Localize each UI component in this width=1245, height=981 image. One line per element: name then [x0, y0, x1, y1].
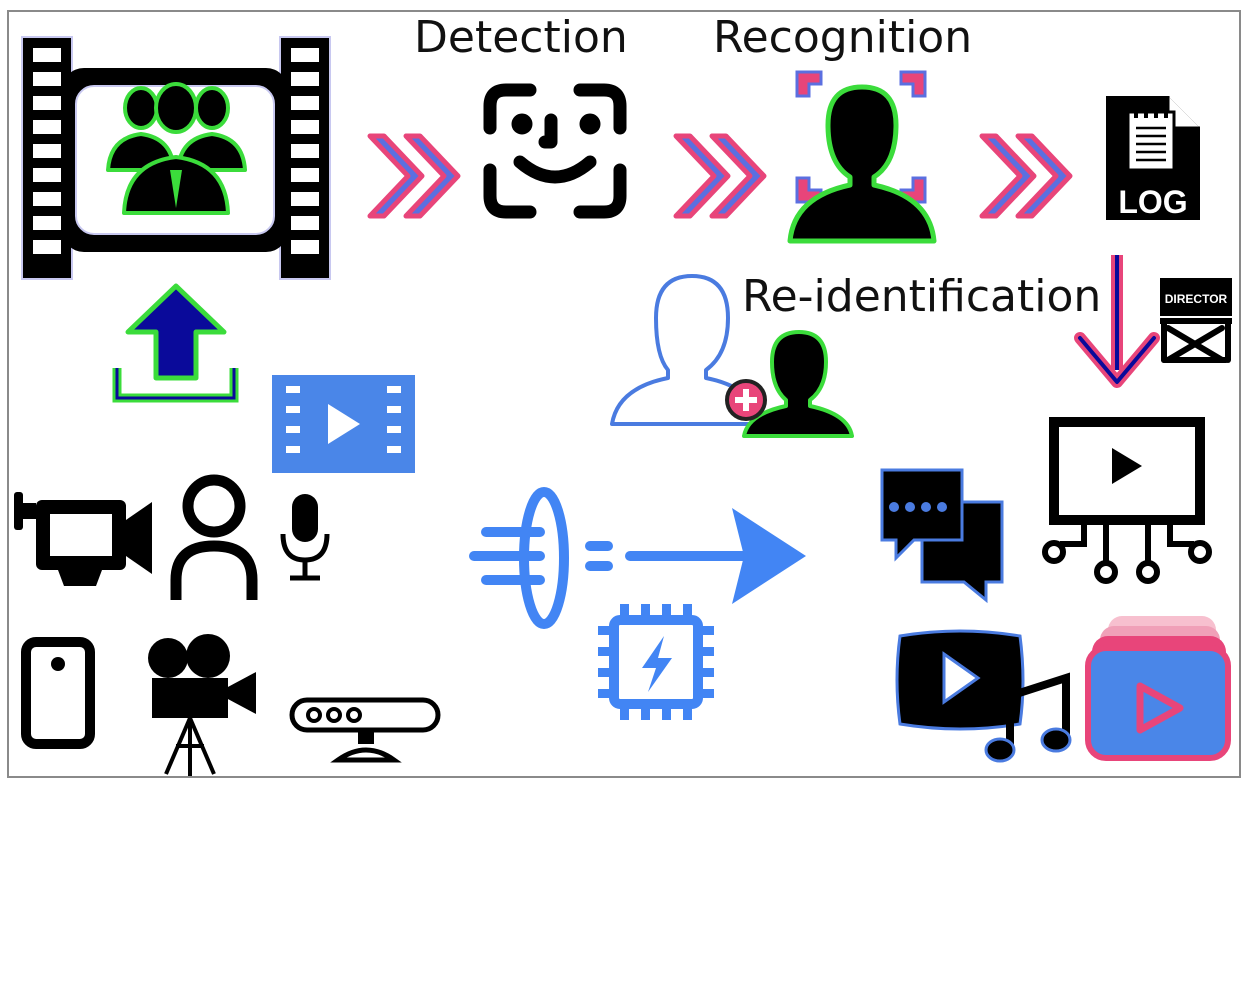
depth-sensor-icon [289, 697, 441, 763]
movie-camera-icon [148, 634, 256, 776]
recognition-label: Recognition [713, 12, 973, 63]
data-stream-arrow-icon [469, 487, 806, 629]
video-camera-icon [14, 492, 152, 586]
person-icon [170, 474, 258, 600]
chat-bubbles-icon [880, 468, 1004, 604]
playlist-icon [1085, 616, 1231, 761]
reidentification-label: Re-identification [742, 271, 1102, 322]
video-file-icon [272, 375, 415, 473]
face-recognition-icon [787, 70, 937, 244]
microphone-icon [280, 494, 330, 581]
director-text: DIRECTOR [1165, 292, 1228, 306]
smartphone-icon [21, 637, 95, 749]
film-strip-icon [21, 36, 331, 280]
detection-label: Detection [414, 12, 628, 63]
face-detection-icon [483, 83, 627, 219]
log-file-icon: LOG [1106, 96, 1200, 220]
chevron-arrow-icon-2 [673, 133, 767, 219]
log-text: LOG [1118, 184, 1187, 220]
video-music-icon [895, 629, 1072, 763]
upload-icon [112, 283, 239, 403]
chevron-arrow-icon-3 [979, 133, 1073, 219]
director-chair-icon: DIRECTOR [1160, 278, 1232, 363]
down-arrow-icon [1074, 255, 1160, 388]
reidentification-icon [610, 274, 854, 438]
video-network-icon [1042, 417, 1212, 584]
chevron-arrow-icon-1 [367, 133, 461, 219]
processor-chip-icon [598, 604, 714, 720]
